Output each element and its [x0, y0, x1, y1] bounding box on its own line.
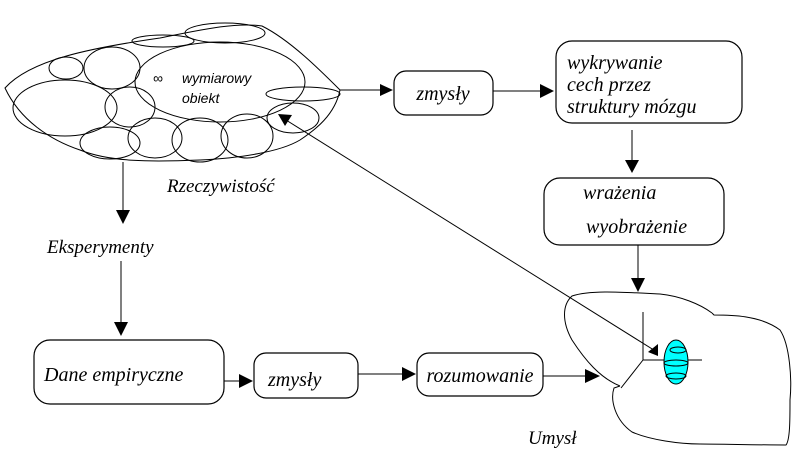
arrowhead	[402, 367, 416, 381]
ellipsoid-ring	[669, 346, 687, 354]
arrowhead	[540, 84, 554, 98]
brain-main-lobe	[612, 312, 792, 446]
infinity-symbol: ∞	[153, 70, 163, 86]
cloud-bubble	[131, 34, 195, 48]
axis-diagonal	[620, 359, 644, 389]
object-label-line2: obiekt	[182, 90, 220, 106]
senses-box-bottom	[253, 352, 359, 399]
cloud-bubble	[127, 117, 183, 159]
arrowhead	[114, 322, 128, 336]
cloud-bubble	[12, 79, 118, 137]
cloud-bubble	[104, 86, 156, 128]
arrowhead	[116, 210, 130, 224]
arrowhead	[278, 114, 292, 126]
senses-label-bottom: zmysły	[267, 369, 321, 391]
senses-label-top: zmysły	[415, 83, 469, 105]
cloud-bubble	[265, 86, 341, 102]
experiments-label: Eksperymenty	[46, 237, 154, 258]
impressions-line1: wrażenia	[583, 182, 656, 204]
cloud-bubble-main	[134, 41, 306, 123]
senses-box-top	[393, 70, 494, 116]
cloud-bubble	[266, 102, 320, 134]
arrowhead	[239, 374, 253, 388]
detection-line3: struktury mózgu	[567, 96, 696, 118]
ellipsoid-ring	[663, 359, 689, 367]
edge-mind-reality	[285, 119, 658, 353]
detection-box	[555, 40, 743, 124]
reasoning-label: rozumowanie	[426, 365, 533, 387]
impressions-box	[543, 177, 725, 246]
cloud-outline	[4, 24, 341, 162]
impressions-line2: wyobrażenie	[586, 216, 687, 238]
arrowhead	[631, 278, 645, 292]
cloud-bubble	[220, 113, 274, 159]
brain-front-lobe	[564, 291, 713, 387]
cloud-bubble	[83, 46, 141, 90]
object-label-line1: wymiarowy	[182, 70, 252, 86]
empirical-data-label: Dane empiryczne	[43, 364, 184, 386]
detection-line2: cech przez	[567, 74, 651, 96]
arrowhead	[380, 84, 393, 96]
mind-label: Umysł	[528, 428, 577, 449]
reality-cloud: ∞ wymiarowy obiekt	[4, 22, 341, 163]
detection-line1: wykrywanie	[567, 52, 663, 74]
ellipsoid-ring	[665, 372, 687, 380]
cloud-bubble	[79, 126, 141, 160]
mind-brain	[564, 291, 792, 446]
reality-label: Rzeczywistość	[166, 176, 275, 197]
cloud-bubble	[48, 56, 84, 80]
arrowhead	[625, 160, 639, 173]
cloud-bubble	[171, 117, 229, 163]
cloud-bubble	[184, 22, 266, 44]
empirical-data-box	[33, 339, 225, 405]
reasoning-box	[416, 352, 544, 397]
arrowhead	[585, 369, 600, 383]
